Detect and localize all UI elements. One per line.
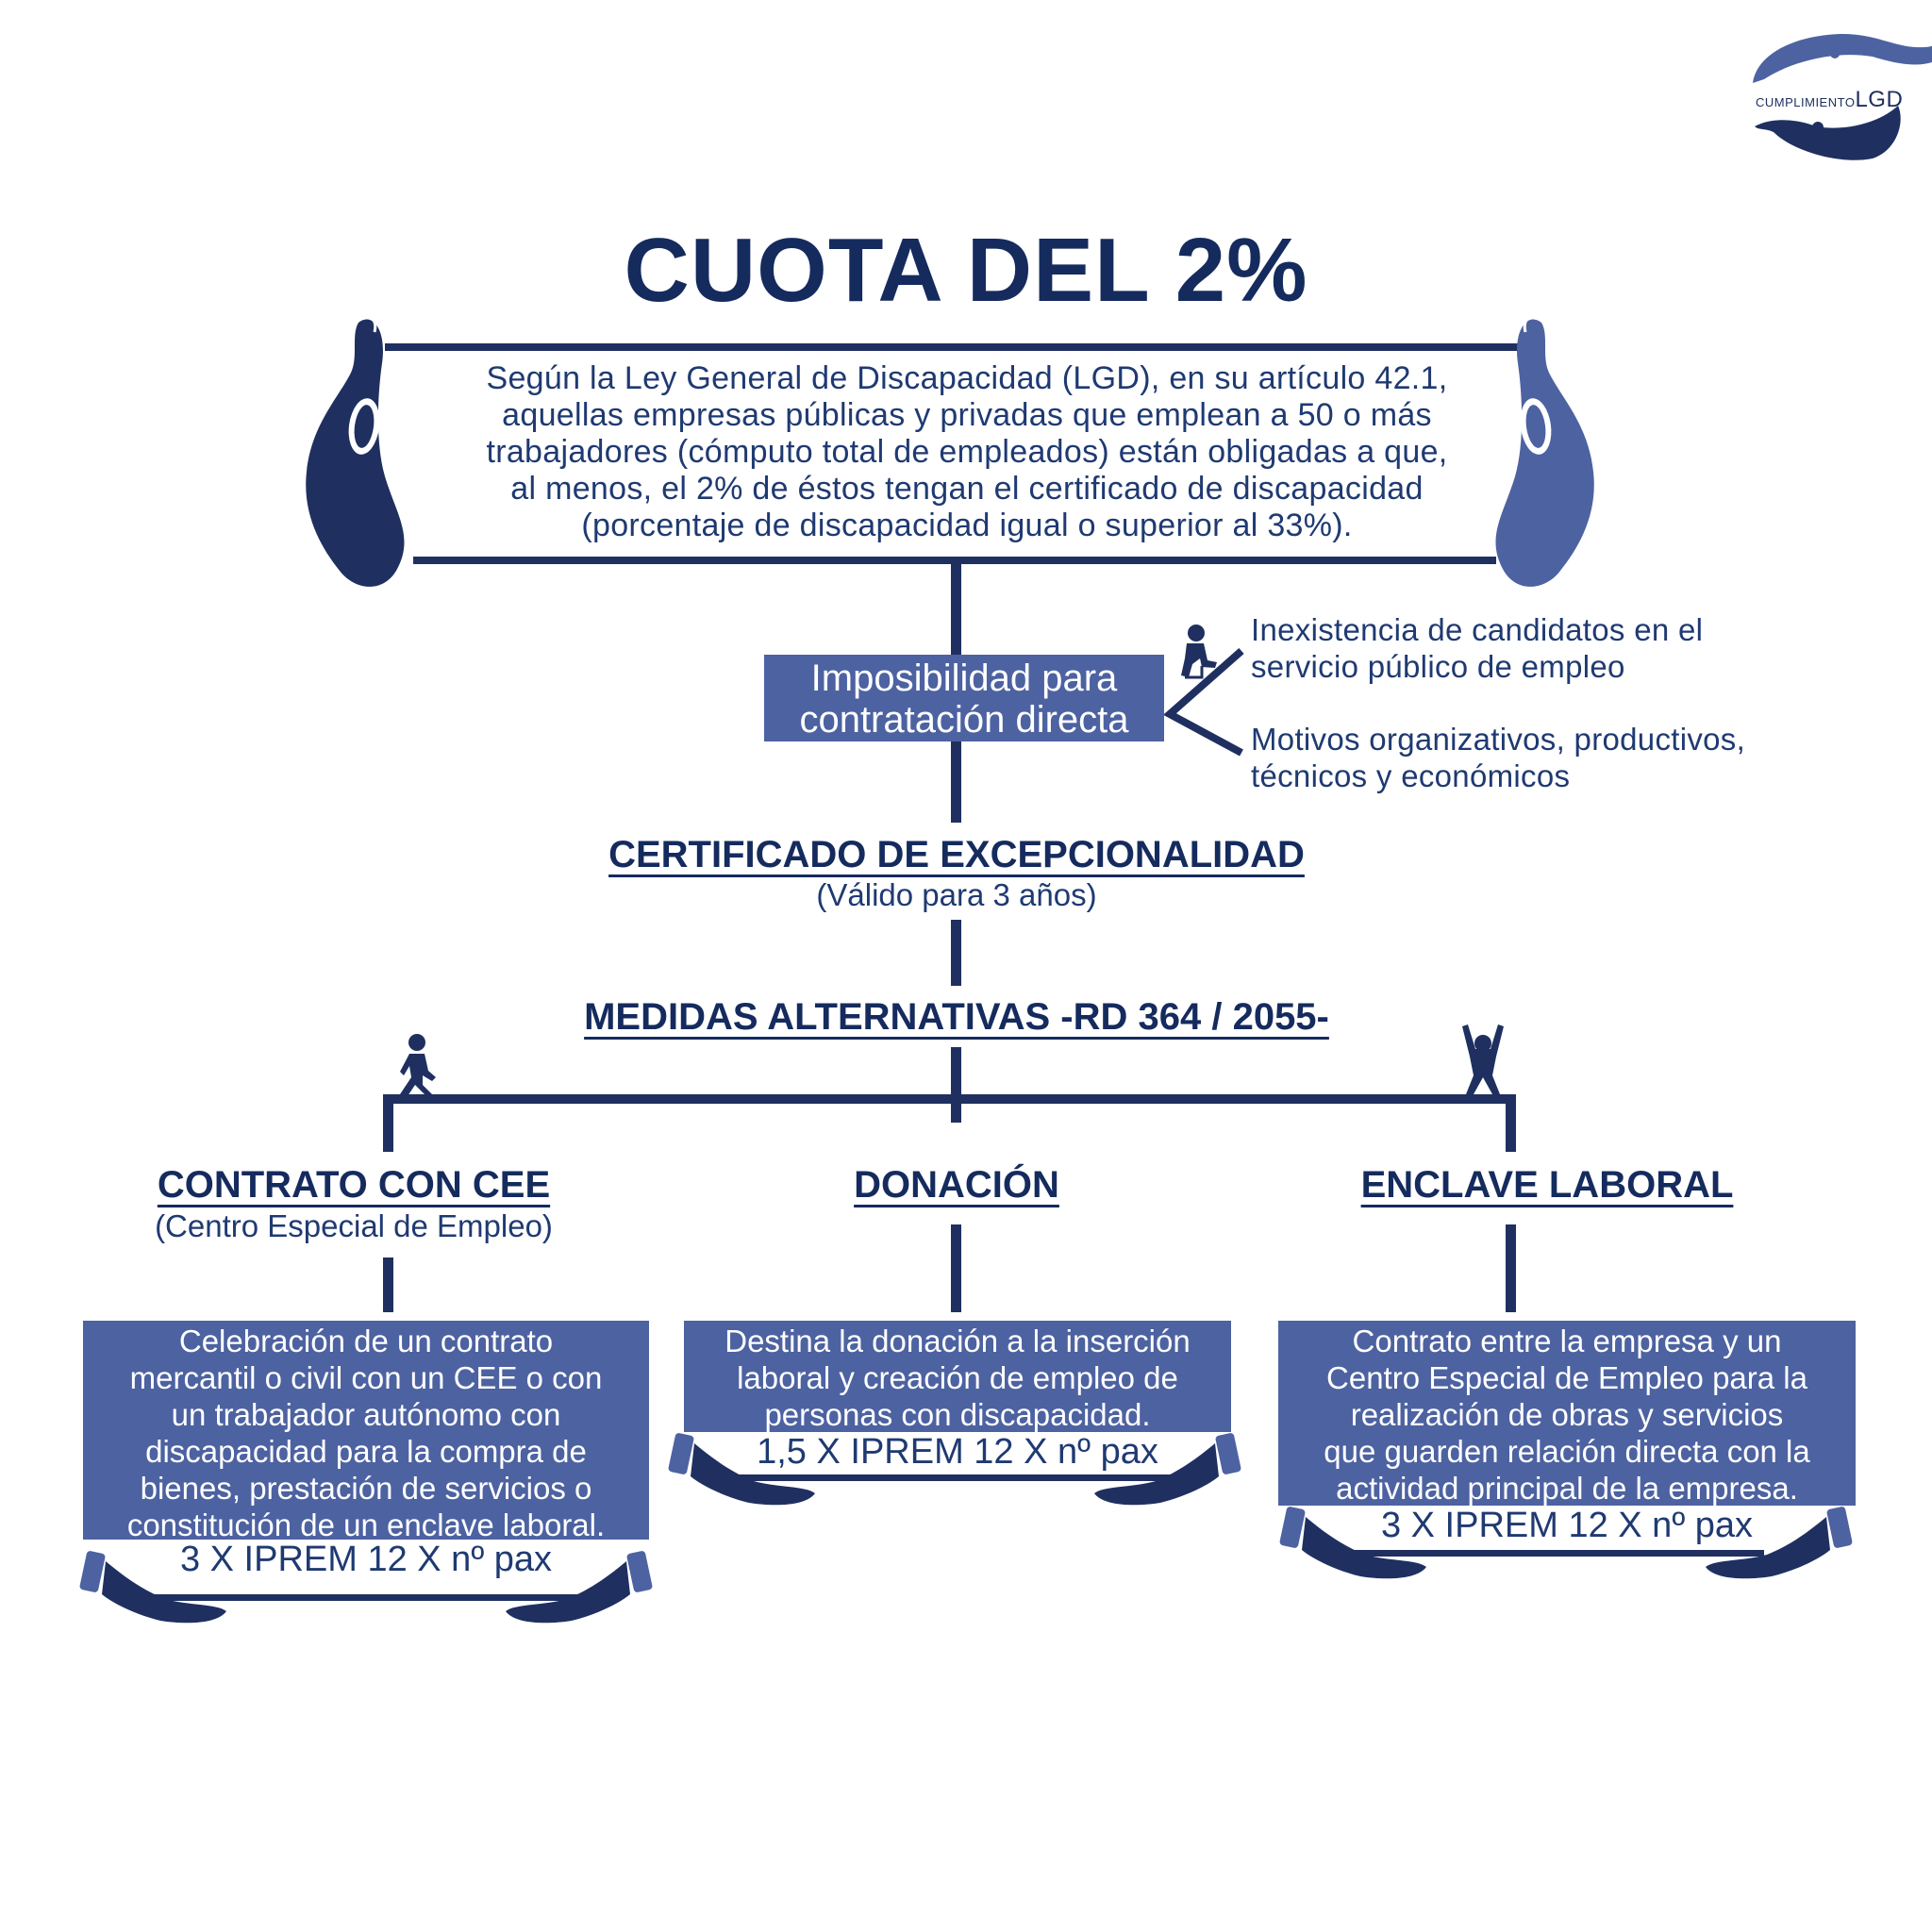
intro-bottom-line xyxy=(413,557,1496,564)
intro-text: Según la Ley General de Discapacidad (LG… xyxy=(387,360,1547,544)
certificate-title: CERTIFICADO DE EXCEPCIONALIDAD xyxy=(608,834,1305,875)
description-line: Celebración de un contrato xyxy=(178,1324,554,1358)
branch-bar xyxy=(383,1094,1515,1104)
logo: CUMPLIMIENTOLGD xyxy=(1756,87,1903,113)
intro-line: (porcentaje de discapacidad igual o supe… xyxy=(581,508,1353,543)
option-subtitle-cee: (Centro Especial de Empleo) xyxy=(155,1208,553,1243)
connector-line xyxy=(383,1094,393,1152)
connector-line xyxy=(951,564,961,655)
reason-line: Inexistencia de candidatos en el xyxy=(1251,612,1704,647)
impossibility-line: contratación directa xyxy=(799,699,1129,741)
reason-candidates: Inexistencia de candidatos en el servici… xyxy=(1251,611,1703,685)
description-line: Destina la donación a la inserción xyxy=(724,1324,1191,1358)
description-line: realización de obras y servicios xyxy=(1350,1397,1784,1432)
intro-line: aquellas empresas públicas y privadas qu… xyxy=(502,397,1432,433)
certificate-subtitle: (Válido para 3 años) xyxy=(816,877,1097,912)
option-description-cee: Celebración de un contrato mercantil o c… xyxy=(83,1321,649,1542)
formula-enclave: 3 X IPREM 12 X nº pax xyxy=(1380,1506,1754,1545)
description-line: personas con discapacidad. xyxy=(764,1397,1151,1432)
description-line: Contrato entre la empresa y un xyxy=(1352,1324,1782,1358)
connector-line xyxy=(383,1257,393,1312)
formula-cee: 3 X IPREM 12 X nº pax xyxy=(179,1540,553,1579)
description-line: constitución de un enclave laboral. xyxy=(126,1507,606,1542)
stairs-climber-icon xyxy=(1181,625,1217,679)
description-line: que guarden relación directa con la xyxy=(1324,1434,1810,1469)
description-line: bienes, prestación de servicios o xyxy=(140,1471,592,1506)
option-title-cee: CONTRATO CON CEE xyxy=(157,1164,551,1206)
connector-line xyxy=(951,920,961,986)
description-line: Centro Especial de Empleo para la xyxy=(1326,1360,1807,1395)
connector-line xyxy=(951,1224,961,1312)
page-title: CUOTA DEL 2% xyxy=(624,220,1308,321)
option-description-enclave: Contrato entre la empresa y un Centro Es… xyxy=(1278,1321,1856,1506)
intro-line: al menos, el 2% de éstos tengan el certi… xyxy=(510,471,1424,507)
connector-line xyxy=(1506,1094,1516,1152)
intro-top-line xyxy=(385,343,1524,351)
description-line: laboral y creación de empleo de xyxy=(737,1360,1178,1395)
measures-title: MEDIDAS ALTERNATIVAS -RD 364 / 2055- xyxy=(584,996,1329,1038)
connector-line xyxy=(951,741,961,823)
description-line: mercantil o civil con un CEE o con xyxy=(129,1360,603,1395)
intro-line: Según la Ley General de Discapacidad (LG… xyxy=(486,360,1448,396)
option-title-enclave: ENCLAVE LABORAL xyxy=(1360,1164,1734,1206)
description-line: actividad principal de la empresa. xyxy=(1336,1471,1798,1506)
reason-line: Motivos organizativos, productivos, xyxy=(1251,722,1746,757)
reason-organizational: Motivos organizativos, productivos, técn… xyxy=(1251,721,1745,794)
logo-text-small: CUMPLIMIENTO xyxy=(1756,95,1856,109)
impossibility-box: Imposibilidad para contratación directa xyxy=(764,655,1164,741)
reason-line: técnicos y económicos xyxy=(1251,758,1571,793)
description-line: un trabajador autónomo con xyxy=(171,1397,561,1432)
walking-person-icon xyxy=(400,1034,436,1096)
description-line: discapacidad para la compra de xyxy=(145,1434,587,1469)
option-title-donation: DONACIÓN xyxy=(854,1164,1059,1206)
reason-line: servicio público de empleo xyxy=(1251,649,1625,684)
formula-donation: 1,5 X IPREM 12 X nº pax xyxy=(757,1432,1158,1472)
impossibility-line: Imposibilidad para xyxy=(810,658,1118,699)
intro-line: trabajadores (cómputo total de empleados… xyxy=(486,434,1448,470)
option-description-donation: Destina la donación a la inserción labor… xyxy=(684,1321,1231,1432)
reason-branch-lines xyxy=(1163,647,1244,757)
logo-text-big: LGD xyxy=(1855,87,1904,112)
connector-line xyxy=(1506,1224,1516,1312)
connector-line xyxy=(951,1047,961,1123)
